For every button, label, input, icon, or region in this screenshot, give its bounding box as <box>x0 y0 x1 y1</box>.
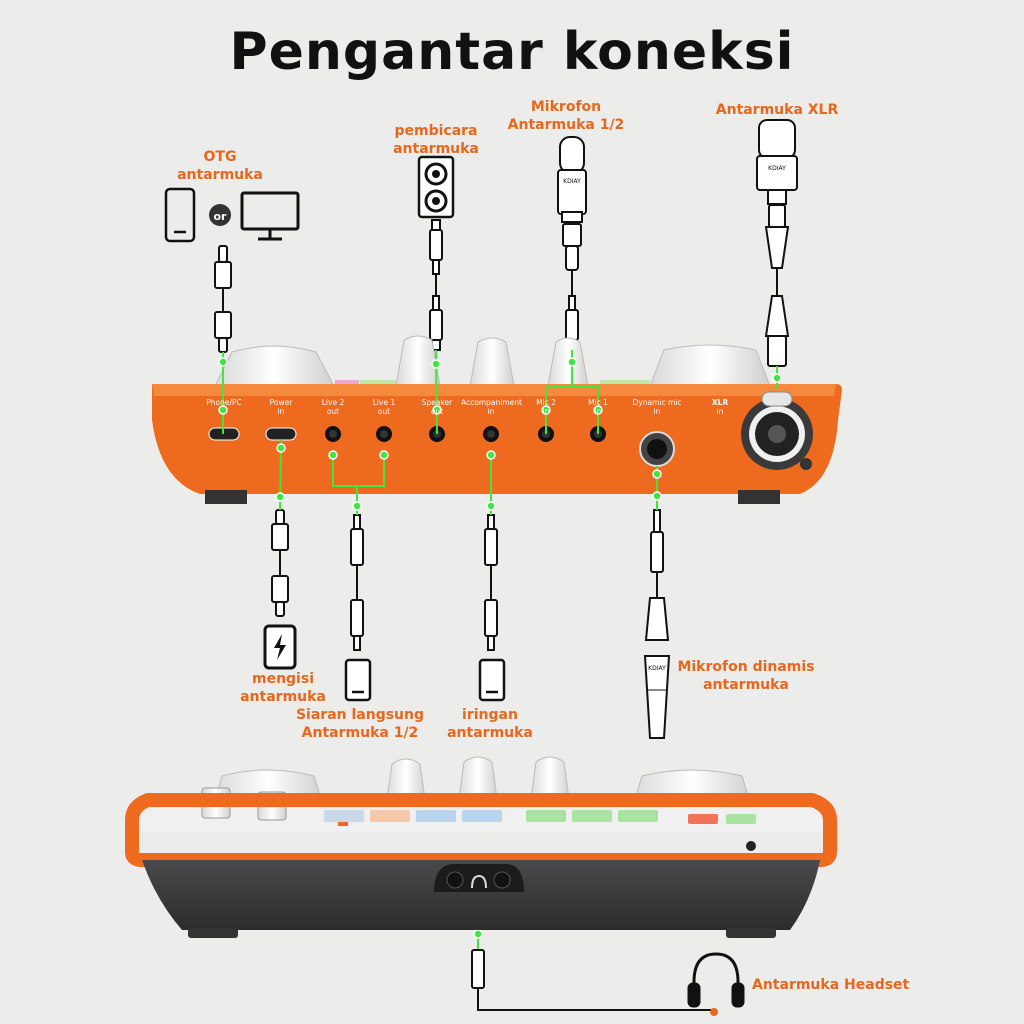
dynamic-mic-cable <box>644 509 670 641</box>
mic-brand-text: KDIAY <box>563 178 581 185</box>
charge-usb-cable <box>271 509 289 617</box>
or-badge <box>209 204 231 226</box>
port-dynamic-mic-in <box>639 431 675 467</box>
xlr-mic-brand-text: KDIAY <box>768 165 786 172</box>
mic-xlr-aux-cable <box>562 223 582 351</box>
accompaniment-aux-cable <box>484 514 498 651</box>
port-live2-out <box>325 426 341 442</box>
port-label-phone-pc: Phone/PC <box>206 398 242 407</box>
rear-knobs <box>214 335 771 387</box>
headset-icon <box>687 952 745 1008</box>
dynamic-mic-brand-text: KDIAY <box>648 665 666 672</box>
live-aux-cable <box>350 514 364 651</box>
accompaniment-phone-icon <box>478 658 506 702</box>
or-text: or <box>214 210 228 223</box>
phone-icon <box>164 187 196 243</box>
charging-phone-icon <box>263 624 297 670</box>
condenser-mic-icon <box>557 136 587 223</box>
monitor-icon <box>240 191 300 241</box>
page-title: Pengantar koneksi <box>229 22 795 82</box>
port-live1-out <box>376 426 392 442</box>
otg-usb-cable <box>214 245 232 353</box>
port-accompaniment-in <box>483 426 499 442</box>
port-power-in <box>265 427 297 441</box>
headset-cable-end-dot <box>710 1008 718 1016</box>
connection-dots <box>218 357 782 939</box>
speaker-icon <box>417 155 455 219</box>
xlr-cable <box>764 204 790 367</box>
speaker-aux-cable <box>429 219 443 351</box>
sound-card-front-view <box>125 756 837 938</box>
dynamic-mic-icon <box>643 655 671 739</box>
headset-aux-cable <box>471 949 714 1011</box>
port-xlr-in <box>741 391 813 470</box>
headset-label: Antarmuka Headset <box>752 977 910 993</box>
xlr-mic-icon <box>756 119 798 205</box>
xlr-label: Antarmuka XLR <box>715 102 839 118</box>
live-phone-icon <box>344 658 372 702</box>
